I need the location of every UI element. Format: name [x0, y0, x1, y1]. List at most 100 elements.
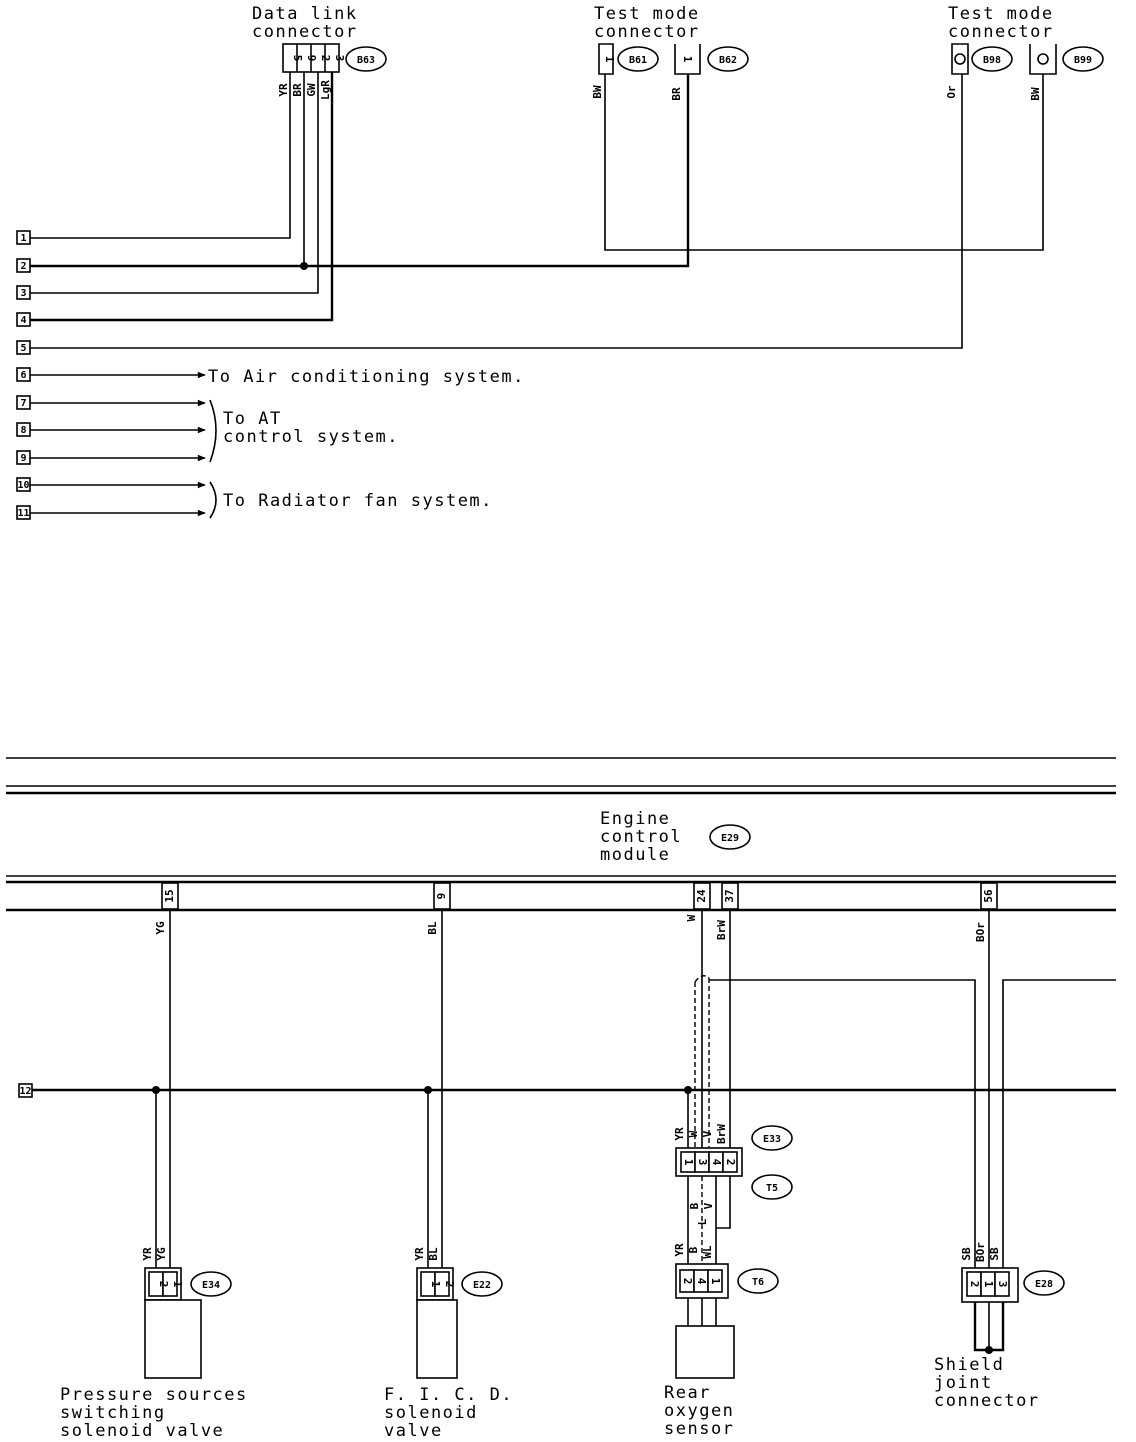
to-radiator-label: To Radiator fan system. [223, 491, 493, 511]
ficd-label-3: valve [384, 1421, 443, 1441]
solenoid-body [144, 1299, 202, 1379]
pressure-sources-solenoid-valve: YR YG 2 1 E34 Pressure sources switching… [60, 1247, 248, 1441]
connector-id: E34 [202, 1280, 220, 1291]
wire-1 [30, 72, 291, 239]
wire-color-label: SB [988, 1247, 1001, 1261]
rear-oxygen-sensor: YR W V BrW 1 3 4 2 E33 T5 B L V YR B WL … [664, 1124, 793, 1439]
data-link-pin: 5 [291, 55, 304, 62]
wire-color-label: L [696, 1218, 709, 1225]
connector-id-badge [707, 46, 749, 72]
oxygen-label-1: Rear [664, 1383, 711, 1403]
test-mode-pin: 1 [681, 56, 694, 63]
ecm-pin: 37 [723, 889, 736, 902]
wire-color-label: YR [277, 83, 290, 97]
wire-color-label: BrW [715, 920, 728, 940]
connector-id: B62 [719, 55, 737, 66]
wire-color-label: YR [673, 1127, 686, 1141]
ecm-title-1: Engine [600, 809, 670, 829]
wire-color-label: SB [960, 1247, 973, 1261]
component-pin: 2 [724, 1159, 737, 1166]
wire-5 [30, 74, 963, 349]
pressure-label-2: switching [60, 1403, 166, 1423]
data-link-pin: 3 [333, 55, 346, 62]
connector-id-badge [1023, 1270, 1065, 1296]
component-pin: 1 [682, 1159, 695, 1166]
component-pin: 1 [709, 1278, 722, 1285]
connector-id-badge [190, 1271, 232, 1297]
connector-id: B61 [629, 55, 647, 66]
ecm-pin: 9 [435, 893, 448, 900]
terminal-number: 1 [20, 233, 26, 244]
wire-color-label: YG [155, 1247, 168, 1261]
test-mode-1-title-1: Test mode [594, 4, 700, 24]
component-pin: 4 [710, 1159, 723, 1166]
wire-sb-shield [709, 979, 976, 1268]
data-link-title-1: Data link [252, 4, 358, 24]
component-pin: 2 [443, 1281, 456, 1288]
component-pin: 1 [171, 1281, 184, 1288]
test-mode-connector-1: Test mode connector 1 B61 BW 1 B62 BR [591, 4, 749, 101]
wire-color-label: BOr [974, 1242, 987, 1262]
terminal-number: 10 [17, 480, 29, 491]
connector-id-badge [751, 1125, 793, 1151]
wire-color-label: W [685, 914, 698, 921]
wire-color-label: BOr [974, 922, 987, 942]
wire-color-label: WL [701, 1245, 714, 1259]
connector-id-badge [461, 1271, 503, 1297]
wire-color-label: V [702, 1202, 715, 1209]
connector-id-badge [617, 46, 659, 72]
wire-color-label: V [701, 1130, 714, 1137]
terminal-number: 3 [20, 288, 26, 299]
connector-id: E29 [721, 833, 739, 844]
solenoid-body [416, 1299, 458, 1379]
connector-id: E22 [473, 1280, 491, 1291]
component-pin: 2 [157, 1281, 170, 1288]
connector-id: E28 [1035, 1279, 1053, 1290]
component-pin: 1 [982, 1281, 995, 1288]
terminal-list: 1 2 3 4 5 6 7 8 9 10 11 [16, 230, 31, 520]
pressure-label-1: Pressure sources [60, 1385, 248, 1405]
wire-2 [30, 74, 690, 268]
shield-label-1: Shield [934, 1355, 1004, 1375]
terminal-number: 9 [20, 453, 26, 464]
ecm-pin: 24 [695, 889, 708, 903]
oxygen-label-3: sensor [664, 1419, 734, 1439]
connector-id: B98 [983, 55, 1001, 66]
wire-color-label: BrW [715, 1124, 728, 1144]
data-link-connector: Data link connector 5 9 2 3 B63 YR BR GW… [252, 4, 387, 100]
test-mode-1-title-2: connector [594, 22, 700, 42]
connector-id: T6 [752, 1277, 764, 1288]
ecm-pin: 15 [163, 889, 176, 902]
wire-sb-out [1002, 979, 1116, 1268]
at-bracket [209, 399, 217, 463]
component-pin: 3 [696, 1159, 709, 1166]
wire-color-label: GW [305, 83, 318, 97]
engine-control-module: Engine control module E29 15 9 24 37 56 … [6, 809, 1116, 942]
wire-4 [30, 72, 334, 322]
component-pin: 2 [968, 1281, 981, 1288]
connector-id: T5 [766, 1183, 778, 1194]
wire-color-label: YG [154, 921, 167, 935]
terminal-number: 4 [20, 315, 26, 326]
wire-3 [30, 72, 319, 294]
data-link-pin: 2 [319, 55, 332, 62]
wire-color-label: BR [291, 83, 304, 97]
oxygen-sensor-body [675, 1325, 735, 1379]
terminal-number: 12 [19, 1086, 31, 1097]
radiator-bracket [209, 481, 217, 519]
pressure-label-3: solenoid valve [60, 1421, 224, 1441]
to-air-conditioning-label: To Air conditioning system. [208, 367, 525, 387]
connector-id: E33 [763, 1134, 781, 1145]
connector-id-badge [737, 1268, 779, 1294]
wire-color-label: LgR [319, 80, 332, 100]
terminal-number: 8 [20, 425, 26, 436]
connector-id: B99 [1074, 55, 1092, 66]
ecm-title-3: module [600, 845, 670, 865]
bottom-wiring [152, 910, 1116, 1268]
connector-id-badge [751, 1174, 793, 1200]
connector-id-badge [1062, 46, 1104, 72]
terminal-number: 11 [17, 508, 29, 519]
test-mode-pin: 1 [603, 56, 616, 63]
oxygen-label-2: oxygen [664, 1401, 734, 1421]
